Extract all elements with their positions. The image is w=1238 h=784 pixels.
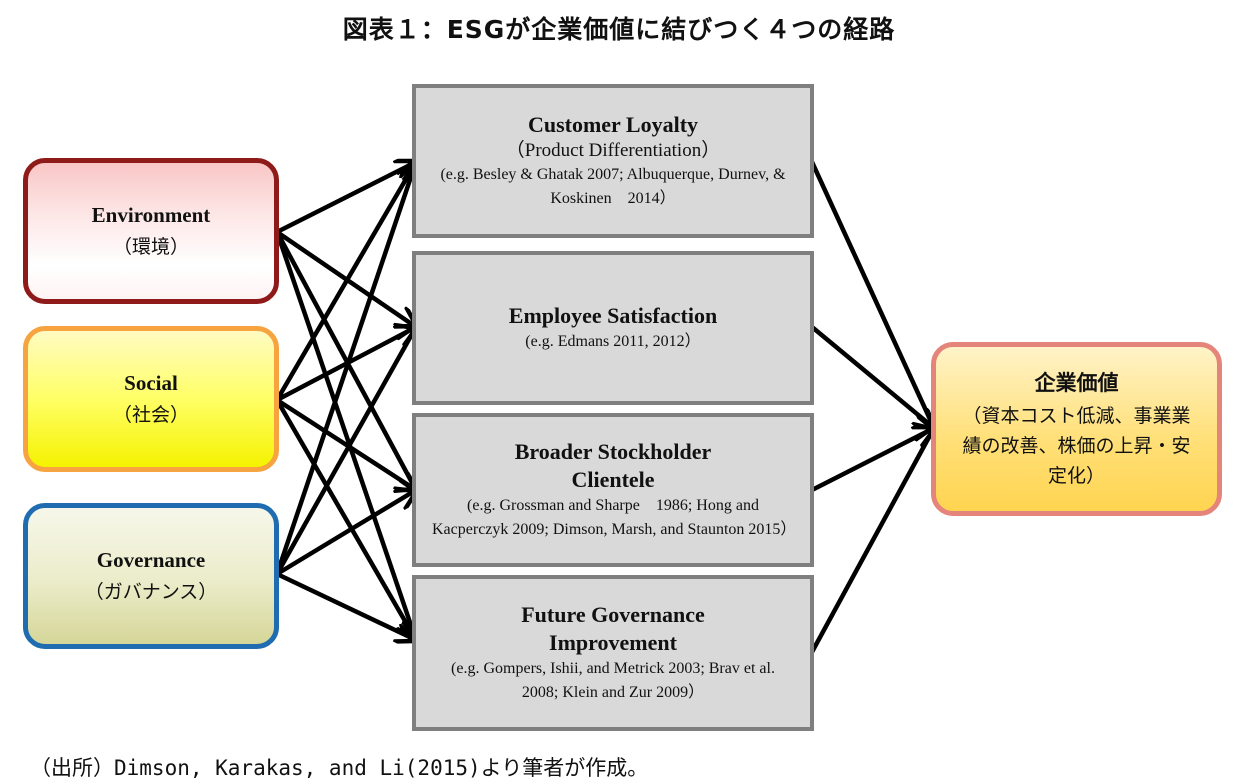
arrow-social-to-customer-loyalty — [275, 162, 416, 402]
arrow-governance-to-customer-loyalty — [274, 162, 416, 575]
figure-title: 図表１：ESGが企業価値に結びつく４つの経路 — [342, 15, 896, 44]
channel-future-governance-improvement: Future Governance Improvement (e.g. Gomp… — [412, 575, 814, 731]
channel-broader-stockholder-clientele: Broader Stockholder Clientele (e.g. Gros… — [412, 413, 814, 567]
pillar-environment-label: Environment — [91, 203, 211, 227]
pillar-social-label: Social — [124, 371, 178, 395]
channel-title: Future Governance Improvement — [521, 602, 705, 655]
channel-references: (e.g. Edmans 2011, 2012） — [525, 333, 701, 350]
arrow-customer-loyalty-to-firm-value — [809, 161, 934, 428]
arrow-governance-improvement-to-firm-value — [810, 428, 934, 654]
arrow-governance-to-broader-clientele — [275, 490, 416, 576]
arrow-broader-clientele-to-firm-value — [810, 428, 934, 493]
outcome-detail: （資本コスト低減、事業業績の改善、株価の上昇・安定化） — [962, 405, 1191, 487]
arrow-social-to-broader-clientele — [275, 398, 416, 490]
pillar-governance-label: Governance — [96, 548, 206, 572]
pillar-governance-ja: （ガバナンス） — [84, 581, 218, 603]
arrow-governance-to-governance-improvement — [276, 571, 416, 640]
channel-references: (e.g. Besley & Ghatak 2007; Albuquerque,… — [440, 166, 790, 207]
channel-subtitle: （Product Differentiation） — [505, 140, 721, 161]
channel-title: Customer Loyalty — [527, 112, 699, 137]
channel-customer-loyalty: Customer Loyalty （Product Differentiatio… — [412, 84, 814, 238]
arrow-environment-to-governance-improvement — [274, 231, 416, 640]
arrow-environment-to-customer-loyalty — [275, 162, 416, 235]
channel-title: Employee Satisfaction — [508, 303, 718, 328]
pillar-environment: Environment （環境） — [23, 158, 279, 304]
outcome-title: 企業価値 — [1034, 371, 1119, 395]
outcome-firm-value: 企業価値 （資本コスト低減、事業業績の改善、株価の上昇・安定化） — [931, 342, 1222, 516]
channel-title: Broader Stockholder Clientele — [514, 439, 712, 492]
pillar-social: Social （社会） — [23, 326, 279, 472]
arrow-employee-satisfaction-to-firm-value — [810, 325, 934, 428]
channel-references: (e.g. Grossman and Sharpe 1986; Hong and… — [432, 497, 797, 538]
channel-employee-satisfaction: Employee Satisfaction (e.g. Edmans 2011,… — [412, 251, 814, 405]
arrow-governance-to-employee-satisfaction — [275, 327, 416, 576]
source-note: （出所）Dimson, Karakas, and Li(2015)より筆者が作成… — [30, 756, 649, 780]
pillar-governance: Governance （ガバナンス） — [23, 503, 279, 649]
arrow-social-to-governance-improvement — [275, 398, 416, 640]
pillar-environment-ja: （環境） — [112, 236, 189, 258]
pillar-social-ja: （社会） — [112, 404, 189, 426]
channel-references: (e.g. Gompers, Ishii, and Metrick 2003; … — [451, 660, 779, 701]
